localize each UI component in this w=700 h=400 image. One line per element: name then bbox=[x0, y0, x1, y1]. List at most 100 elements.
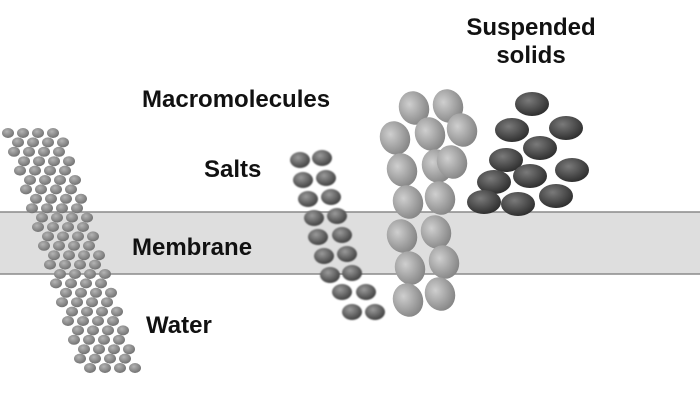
water-particle bbox=[32, 128, 44, 138]
salt-particle bbox=[365, 304, 385, 320]
water-particle bbox=[63, 250, 75, 261]
label-suspended-solids: Suspended solids bbox=[446, 14, 616, 70]
water-particle bbox=[60, 287, 72, 298]
water-particle bbox=[95, 278, 107, 289]
macromolecule-particle bbox=[436, 145, 468, 179]
salt-particle bbox=[342, 265, 362, 281]
macromolecule-particle bbox=[392, 283, 424, 317]
macromolecule-particles bbox=[379, 89, 478, 317]
water-particle bbox=[60, 193, 72, 204]
water-particle bbox=[33, 156, 45, 167]
water-particle bbox=[92, 316, 104, 326]
label-suspended-line2: solids bbox=[496, 42, 566, 69]
water-particle bbox=[38, 146, 50, 157]
water-particle bbox=[111, 306, 123, 317]
salt-particles bbox=[290, 150, 385, 320]
water-particle bbox=[93, 250, 105, 261]
water-particle bbox=[56, 203, 68, 214]
water-particle bbox=[71, 203, 83, 214]
water-particle bbox=[84, 269, 96, 279]
water-particle bbox=[72, 231, 84, 242]
water-particle bbox=[53, 240, 65, 251]
water-particle bbox=[47, 222, 59, 232]
suspended-solid-particle bbox=[477, 170, 511, 194]
label-macromolecules: Macromolecules bbox=[142, 86, 331, 113]
water-particle bbox=[50, 184, 62, 195]
water-particle bbox=[78, 344, 90, 355]
water-particle bbox=[77, 222, 89, 232]
salt-particle bbox=[312, 150, 332, 166]
suspended-solid-particle bbox=[555, 158, 589, 182]
salt-particle bbox=[321, 189, 341, 205]
water-particle bbox=[24, 175, 36, 185]
water-particle bbox=[86, 297, 98, 308]
water-particle bbox=[30, 193, 42, 204]
water-particle bbox=[108, 344, 120, 355]
water-particle bbox=[105, 287, 117, 298]
water-particle bbox=[98, 334, 110, 345]
suspended-solid-particle bbox=[467, 190, 501, 214]
water-particle bbox=[80, 278, 92, 289]
salt-particle bbox=[332, 284, 352, 300]
water-particle bbox=[48, 250, 60, 261]
water-particle bbox=[57, 137, 69, 148]
water-particle bbox=[74, 259, 86, 270]
macromolecule-particle bbox=[394, 251, 426, 285]
water-particle bbox=[8, 146, 20, 157]
label-water: Water bbox=[146, 312, 212, 339]
water-particle bbox=[32, 222, 44, 232]
water-particle bbox=[57, 231, 69, 242]
macromolecule-particle bbox=[398, 91, 430, 125]
water-particle bbox=[74, 353, 86, 364]
salt-particle bbox=[304, 210, 324, 226]
water-particle bbox=[44, 165, 56, 176]
macromolecule-particle bbox=[392, 185, 424, 219]
water-particle bbox=[29, 165, 41, 176]
water-particle bbox=[53, 146, 65, 157]
salt-particle bbox=[316, 170, 336, 186]
salt-particle bbox=[293, 172, 313, 188]
salt-particle bbox=[356, 284, 376, 300]
water-particle bbox=[93, 344, 105, 355]
water-particle bbox=[129, 363, 141, 373]
water-particle bbox=[87, 231, 99, 242]
membrane-band bbox=[0, 211, 700, 275]
water-particle bbox=[96, 306, 108, 317]
water-particles bbox=[2, 128, 141, 373]
salt-particle bbox=[320, 267, 340, 283]
salt-particle bbox=[337, 246, 357, 262]
water-particle bbox=[59, 259, 71, 270]
macromolecule-particle bbox=[446, 113, 478, 147]
salt-particle bbox=[332, 227, 352, 243]
water-particle bbox=[41, 203, 53, 214]
salt-particle bbox=[290, 152, 310, 168]
macromolecule-particle bbox=[386, 219, 418, 253]
suspended-solid-particle bbox=[489, 148, 523, 172]
water-particle bbox=[48, 156, 60, 167]
water-particle bbox=[113, 334, 125, 345]
water-particle bbox=[54, 269, 66, 279]
macromolecule-particle bbox=[386, 153, 418, 187]
water-particle bbox=[119, 353, 131, 364]
water-particle bbox=[68, 240, 80, 251]
water-particle bbox=[102, 325, 114, 336]
water-particle bbox=[69, 175, 81, 185]
water-particle bbox=[68, 334, 80, 345]
water-particle bbox=[83, 334, 95, 345]
macromolecule-particle bbox=[414, 117, 446, 151]
water-particle bbox=[50, 278, 62, 289]
water-particle bbox=[84, 363, 96, 373]
water-particle bbox=[39, 175, 51, 185]
water-particle bbox=[54, 175, 66, 185]
water-particle bbox=[56, 297, 68, 308]
water-particle bbox=[123, 344, 135, 355]
water-particle bbox=[89, 353, 101, 364]
suspended-solid-particle bbox=[515, 92, 549, 116]
water-particle bbox=[2, 128, 14, 138]
salt-particle bbox=[327, 208, 347, 224]
water-particle bbox=[117, 325, 129, 336]
water-particle bbox=[17, 128, 29, 138]
label-membrane: Membrane bbox=[132, 234, 253, 261]
